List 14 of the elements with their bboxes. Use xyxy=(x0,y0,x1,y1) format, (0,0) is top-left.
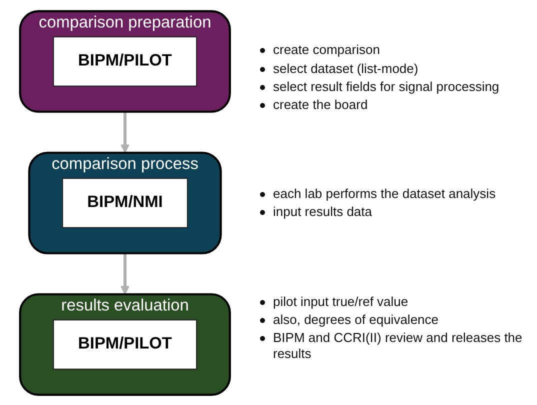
arrow xyxy=(120,252,130,294)
bullet-text: input results data xyxy=(273,204,372,221)
arrow xyxy=(120,111,130,153)
bullet-text: select result fields for signal processing xyxy=(273,78,500,96)
bullet-text: create comparison xyxy=(273,42,380,59)
node-box: BIPM/PILOT xyxy=(52,36,198,86)
bullet-text: BIPM and CCRI(II) review and releases the results xyxy=(273,330,524,363)
bullet-text: pilot input true/ref value xyxy=(273,294,408,310)
bullet-text: each lab performs the dataset analysis xyxy=(273,186,496,202)
node-box: BIPM/NMI xyxy=(62,177,188,228)
node-box: BIPM/PILOT xyxy=(52,318,198,370)
bullet-text: create the board xyxy=(273,97,368,114)
bullet-text: also, degrees of equivalence xyxy=(273,312,439,328)
bullet-text: select dataset (list-mode) xyxy=(273,60,418,77)
